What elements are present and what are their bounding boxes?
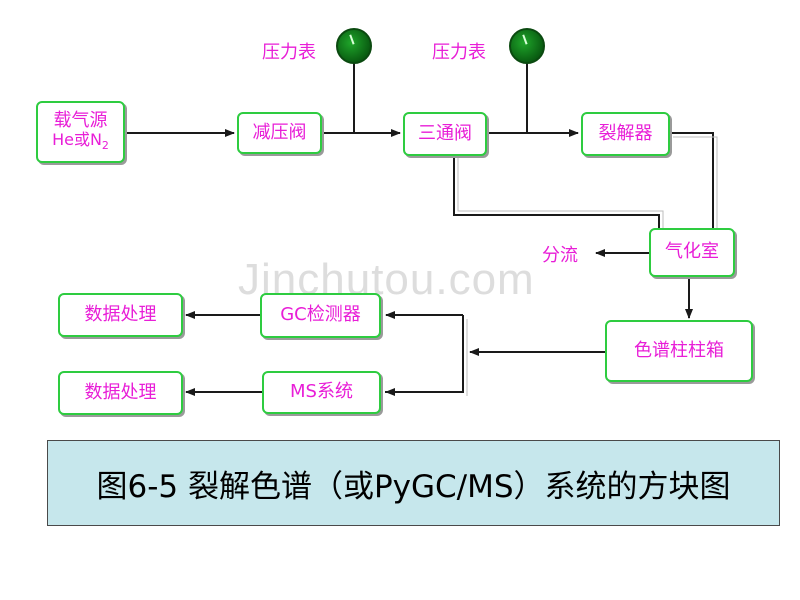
vaporization-chamber-box: 气化室: [649, 228, 735, 277]
pyrolyzer-box: 裂解器: [581, 112, 670, 156]
pressure-gauge-label-2: 压力表: [432, 42, 486, 63]
ms-system-box: MS系统: [262, 371, 381, 414]
figure-caption: 图6-5 裂解色谱（或PyGC/MS）系统的方块图: [47, 440, 780, 526]
carrier-gas-type: He或N2: [52, 131, 109, 153]
pressure-gauge-label-1: 压力表: [262, 42, 316, 63]
gc-detector-box: GC检测器: [260, 293, 381, 338]
pressure-gauge-2-icon: [509, 28, 545, 64]
carrier-gas-source-box: 载气源 He或N2: [36, 101, 125, 163]
column-oven-box: 色谱柱柱箱: [605, 320, 753, 382]
split-flow-label: 分流: [542, 245, 578, 266]
pressure-gauge-1-icon: [336, 28, 372, 64]
carrier-gas-type-text: He或N: [52, 130, 102, 150]
line-pyrolyzer-to-vaporizer: [670, 132, 714, 228]
three-way-valve-box: 三通阀: [403, 112, 487, 156]
pressure-reducer-box: 减压阀: [237, 112, 322, 154]
data-processing-box-bottom: 数据处理: [58, 371, 183, 415]
carrier-gas-title: 载气源: [53, 109, 108, 131]
line-branch: [385, 315, 464, 393]
data-processing-box-top: 数据处理: [58, 293, 183, 337]
carrier-gas-subscript: 2: [101, 139, 109, 153]
line-valve-bypass: [453, 156, 660, 228]
